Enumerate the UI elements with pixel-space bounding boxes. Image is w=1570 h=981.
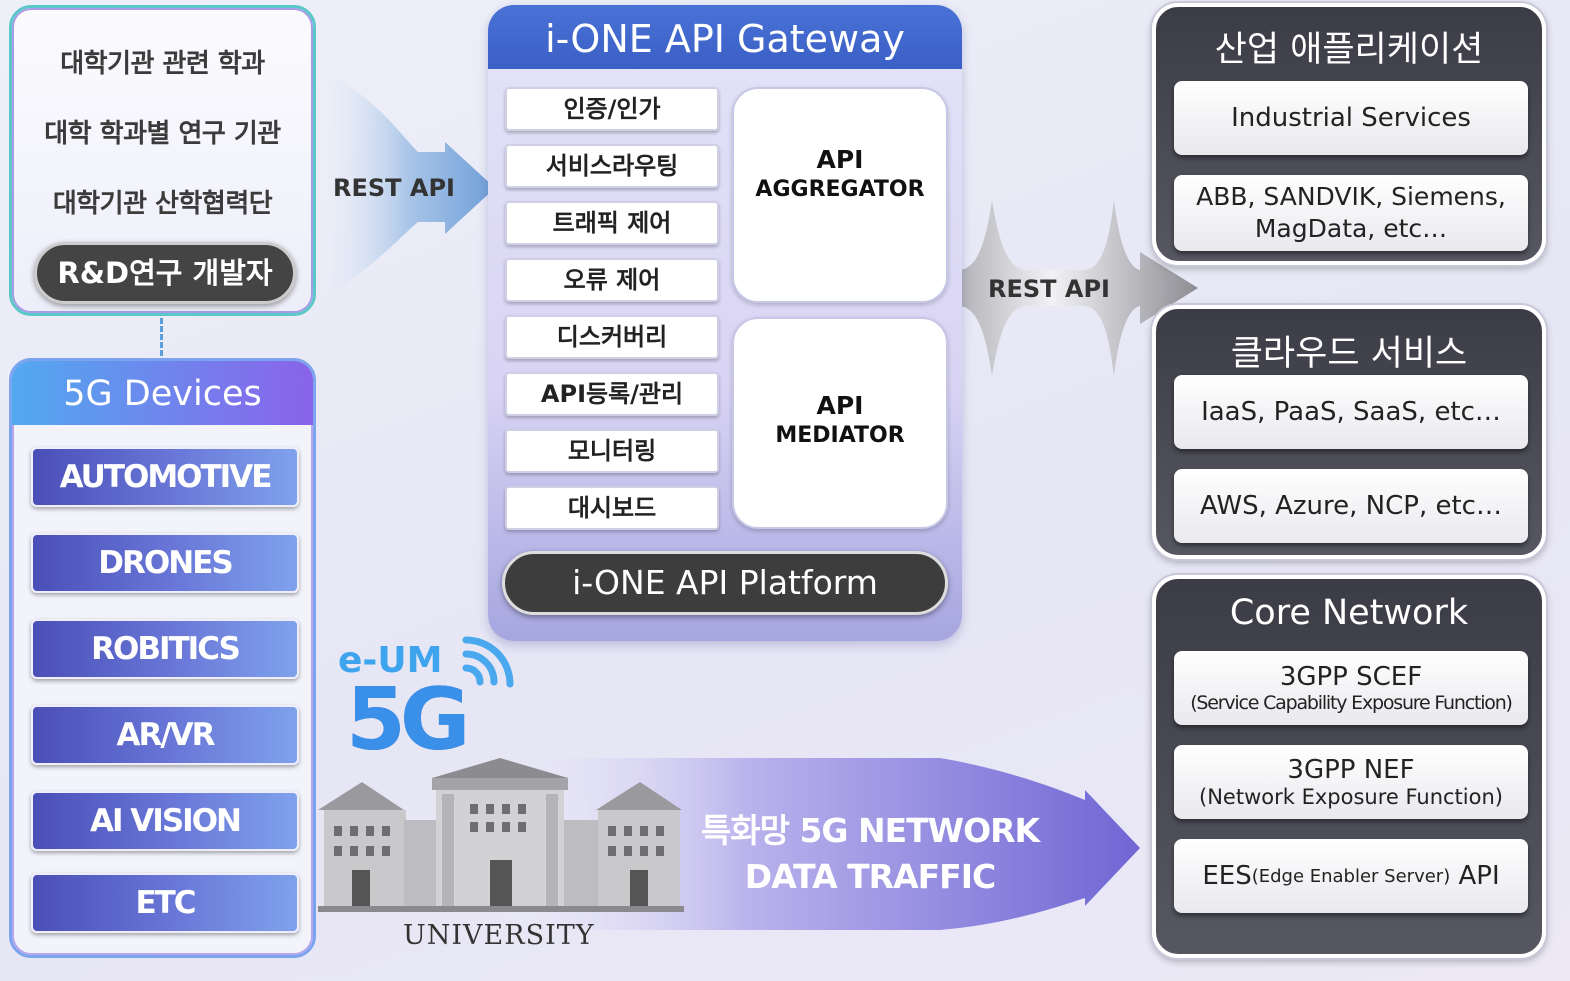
ees-prefix: EES (1202, 861, 1252, 891)
aggregator-line1: API (816, 145, 864, 174)
nef-sub: (Network Exposure Function) (1199, 785, 1503, 809)
rest-api-arrow-left (322, 72, 495, 298)
device-automotive: AUTOMOTIVE (31, 447, 299, 507)
university-dept-label: 대학기관 관련 학과 (60, 49, 265, 79)
device-etc: ETC (31, 873, 299, 933)
device-ar-vr: AR/VR (31, 705, 299, 765)
api-aggregator-box: API AGGREGATOR (732, 87, 948, 303)
aggregator-line2: AGGREGATOR (755, 177, 925, 202)
gateway-title: i-ONE API Gateway (488, 5, 962, 69)
traffic-arrow (540, 758, 1140, 930)
five-g-logo: 5G (346, 670, 470, 770)
traffic-label: 특화망 5G NETWORK DATA TRAFFIC (690, 808, 1050, 900)
gateway-item-auth: 인증/인가 (505, 87, 719, 131)
university-panel: 대학기관 관련 학과 대학 학과별 연구 기관 대학기관 산학협력단 R&D연구… (9, 5, 316, 316)
industrial-services-item: Industrial Services (1174, 81, 1528, 155)
mediator-line2: MEDIATOR (775, 423, 905, 448)
gateway-item-dashboard: 대시보드 (505, 486, 719, 530)
rest-api-label-right: REST API (988, 275, 1110, 303)
ees-suffix: API (1450, 861, 1500, 891)
university-cooperation-label: 대학기관 산학협력단 (52, 189, 273, 219)
mediator-line1: API (816, 391, 864, 420)
cloud-providers-item: AWS, Azure, NCP, etc… (1174, 469, 1528, 543)
rest-api-label-left: REST API (333, 174, 455, 202)
nef-item: 3GPP NEF (Network Exposure Function) (1174, 745, 1528, 819)
cloud-models-item: IaaS, PaaS, SaaS, etc… (1174, 375, 1528, 449)
ees-middle: (Edge Enabler Server) (1251, 865, 1451, 887)
rnd-developer-pill: R&D연구 개발자 (34, 242, 296, 304)
device-drones: DRONES (31, 533, 299, 593)
api-platform-pill: i-ONE API Platform (502, 551, 948, 615)
cloud-title: 클라우드 서비스 (1230, 334, 1468, 374)
core-title: Core Network (1229, 593, 1469, 633)
api-gateway-panel: i-ONE API Gateway 인증/인가 서비스라우팅 트래픽 제어 오류… (488, 5, 962, 641)
devices-title: 5G Devices (12, 361, 313, 425)
cloud-services-panel: 클라우드 서비스 IaaS, PaaS, SaaS, etc… AWS, Azu… (1152, 305, 1546, 559)
industrial-apps-panel: 산업 애플리케이션 Industrial Services ABB, SANDV… (1152, 3, 1546, 265)
dashed-connector (160, 318, 163, 356)
core-network-panel: Core Network 3GPP SCEF (Service Capabili… (1152, 575, 1546, 958)
gateway-item-routing: 서비스라우팅 (505, 144, 719, 188)
scef-main: 3GPP SCEF (1279, 662, 1423, 692)
gateway-item-monitoring: 모니터링 (505, 429, 719, 473)
traffic-line2: DATA TRAFFIC (744, 857, 996, 896)
gateway-item-error: 오류 제어 (505, 258, 719, 302)
scef-sub: (Service Capability Exposure Function) (1190, 692, 1513, 714)
scef-item: 3GPP SCEF (Service Capability Exposure F… (1174, 651, 1528, 725)
traffic-line1: 특화망 5G NETWORK (700, 811, 1040, 850)
devices-panel: 5G Devices AUTOMOTIVE DRONES ROBITICS AR… (9, 358, 316, 958)
gateway-item-traffic: 트래픽 제어 (505, 201, 719, 245)
industrial-title: 산업 애플리케이션 (1214, 30, 1484, 70)
university-label: UNIVERSITY (403, 920, 595, 951)
device-robotics: ROBITICS (31, 619, 299, 679)
eum-brand-label: e-UM (338, 640, 443, 681)
gateway-item-discovery: 디스커버리 (505, 315, 719, 359)
rest-api-arrow-double (905, 200, 1198, 376)
ees-item: EES (Edge Enabler Server) API (1174, 839, 1528, 913)
university-research-label: 대학 학과별 연구 기관 (44, 119, 281, 149)
industrial-vendors-item: ABB, SANDVIK, Siemens, MagData, etc… (1174, 175, 1528, 251)
wifi-signal-icon (462, 636, 514, 688)
university-building-icon (318, 758, 684, 912)
nef-main: 3GPP NEF (1287, 755, 1415, 785)
gateway-item-registry: API등록/관리 (505, 372, 719, 416)
device-ai-vision: AI VISION (31, 791, 299, 851)
api-mediator-box: API MEDIATOR (732, 317, 948, 529)
